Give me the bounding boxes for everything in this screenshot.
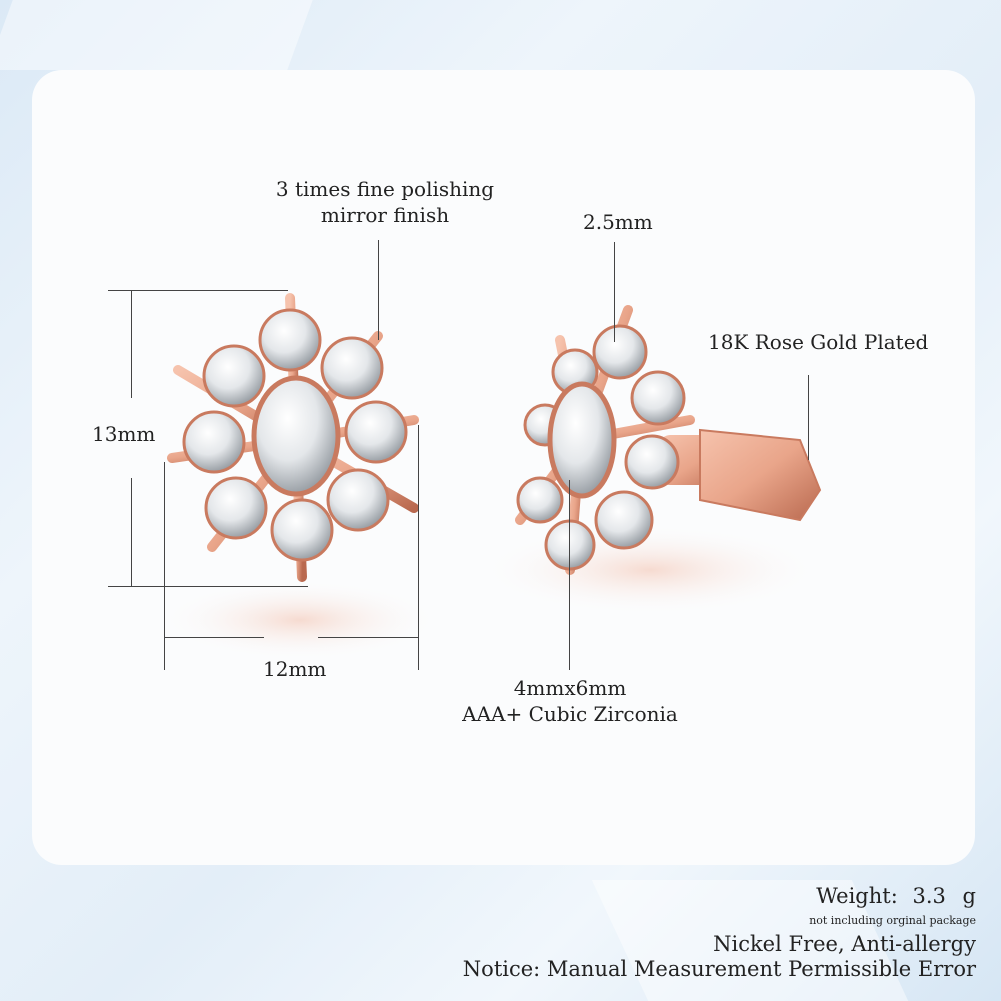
height-bottom-tick <box>108 586 308 587</box>
polishing-label-line1: 3 times fine polishing <box>275 177 495 201</box>
height-line-upper <box>131 290 132 398</box>
stone-size-label: 4mmx6mm <box>513 676 627 700</box>
weight-note: not including orginal package <box>809 914 976 927</box>
width-left-tick <box>164 462 165 670</box>
weight-unit: g <box>962 884 976 908</box>
side-earring <box>480 305 822 615</box>
feature-text: Nickel Free, Anti-allergy <box>713 932 976 956</box>
width-right-tick <box>418 425 419 670</box>
stone-type-label: AAA+ Cubic Zirconia <box>462 702 678 726</box>
plating-label: 18K Rose Gold Plated <box>708 330 929 354</box>
weight-value: 3.3 <box>912 884 946 908</box>
width-label: 12mm <box>263 657 327 681</box>
weight-line: Weight: 3.3 g <box>816 884 976 908</box>
product-card <box>32 70 975 865</box>
notice-text: Notice: Manual Measurement Permissible E… <box>462 957 976 981</box>
post-width-label: 2.5mm <box>583 210 653 234</box>
height-label: 13mm <box>92 422 156 446</box>
stone-label: 4mmx6mm AAA+ Cubic Zirconia <box>455 675 685 727</box>
stone-pointer <box>569 480 570 670</box>
height-top-tick <box>108 290 288 291</box>
height-line-lower <box>131 478 132 586</box>
polishing-pointer <box>378 240 379 340</box>
width-line-right <box>318 637 418 638</box>
front-earring <box>160 293 440 660</box>
post-width-pointer <box>614 242 615 342</box>
polishing-label: 3 times fine polishing mirror finish <box>270 176 500 228</box>
width-line-left <box>164 637 264 638</box>
plating-pointer <box>808 375 809 460</box>
weight-label: Weight: <box>816 884 898 908</box>
polishing-label-line2: mirror finish <box>320 203 450 227</box>
